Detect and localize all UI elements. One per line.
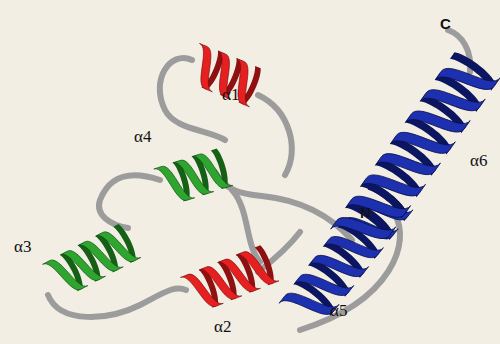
terminus-label: N <box>360 205 371 220</box>
helix-label: α6 <box>470 152 487 169</box>
helix-label: α5 <box>330 302 347 319</box>
helix-label: α3 <box>14 238 31 255</box>
helix-label: α1 <box>222 86 239 103</box>
terminus-label: C <box>440 16 451 31</box>
loop-coil <box>48 30 470 330</box>
helix-label: α2 <box>214 318 231 335</box>
helix-label: α4 <box>134 128 151 145</box>
